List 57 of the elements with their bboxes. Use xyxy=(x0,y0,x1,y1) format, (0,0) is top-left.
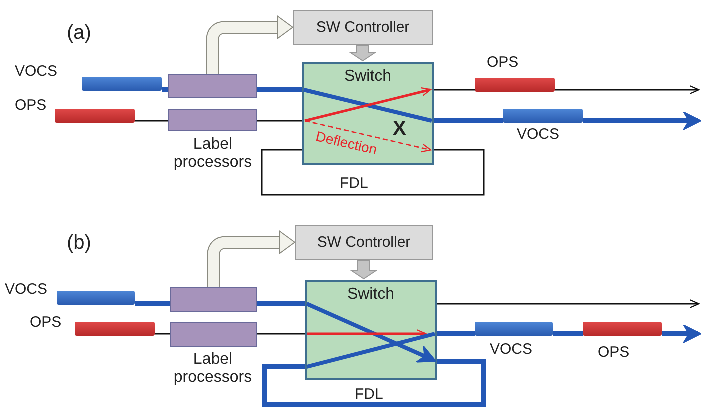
label-processor-box xyxy=(170,322,257,347)
label-processor-box xyxy=(168,74,257,98)
fiber-line xyxy=(434,89,475,91)
panel-label: (b) xyxy=(67,232,92,254)
fiber-line xyxy=(135,120,168,122)
controller-box xyxy=(295,225,433,260)
edge-label: FDL xyxy=(355,387,384,404)
packet-label: VOCS xyxy=(490,342,533,358)
fiber-line xyxy=(257,120,302,122)
controller-label: SW Controller xyxy=(317,234,411,252)
edge-label: FDL xyxy=(340,176,368,192)
fiber-line xyxy=(257,333,305,335)
cross-mark: X xyxy=(393,118,406,140)
switch-label: Switch xyxy=(344,68,392,86)
fiber-line xyxy=(662,324,702,344)
packet-bar xyxy=(75,322,155,336)
packet-label: VOCS xyxy=(517,127,560,144)
fiber-line xyxy=(162,88,168,92)
controller-label: SW Controller xyxy=(316,18,410,36)
fiber-line xyxy=(257,88,302,92)
fiber-line xyxy=(583,112,702,130)
packet-label: OPS xyxy=(15,98,47,114)
switch-box xyxy=(302,62,434,165)
fiber-line xyxy=(555,85,700,95)
caption: Label processors xyxy=(172,136,254,172)
packet-label: OPS xyxy=(487,55,519,72)
packet-bar xyxy=(55,109,135,123)
block-arrow xyxy=(206,16,294,74)
packet-bar xyxy=(475,78,555,92)
packet-bar xyxy=(82,77,162,91)
caption: Label processors xyxy=(172,351,254,386)
packet-bar xyxy=(475,322,553,336)
block-arrow xyxy=(349,46,377,62)
label-processor-box xyxy=(170,287,257,312)
fiber-line xyxy=(155,333,170,335)
fiber-line xyxy=(553,332,583,336)
packet-label: VOCS xyxy=(15,64,58,80)
block-arrow xyxy=(350,260,378,280)
controller-box xyxy=(293,10,433,45)
panel-label: (a) xyxy=(67,22,92,44)
deflection-label: Deflection xyxy=(314,129,379,158)
fiber-line xyxy=(434,118,503,124)
packet-label: VOCS xyxy=(5,282,48,298)
loop-fiber xyxy=(262,360,486,408)
packet-label: OPS xyxy=(30,315,62,332)
packet-label: OPS xyxy=(598,345,630,362)
loop-fiber xyxy=(261,149,485,196)
fiber-line xyxy=(437,299,700,309)
label-processor-box xyxy=(168,109,257,131)
block-arrow xyxy=(207,230,296,287)
switch-label: Switch xyxy=(347,286,395,304)
packet-bar xyxy=(57,291,135,305)
packet-bar xyxy=(503,109,583,123)
fiber-line xyxy=(257,302,305,306)
fiber-line xyxy=(437,332,475,336)
packet-bar xyxy=(583,322,662,336)
fiber-line xyxy=(135,302,170,306)
